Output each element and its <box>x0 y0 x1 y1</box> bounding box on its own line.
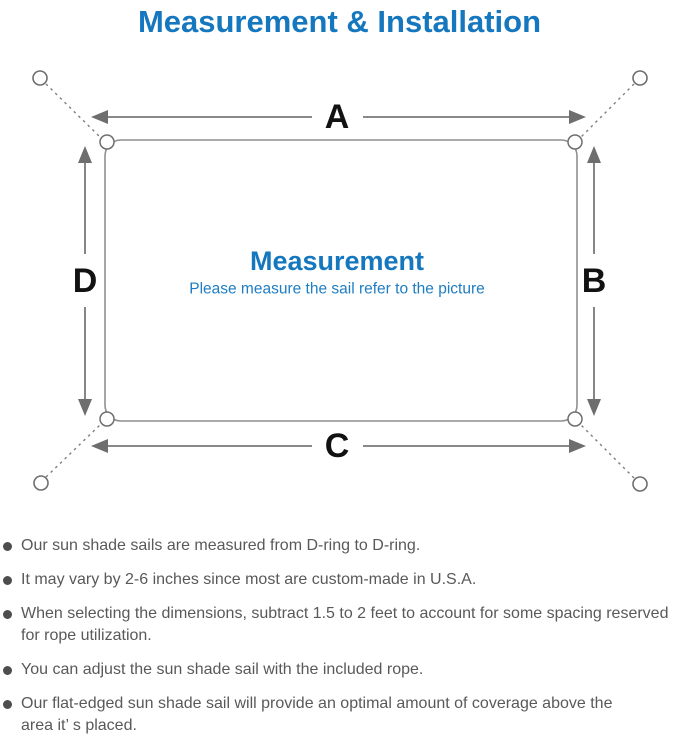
diagram-center-subtitle: Please measure the sail refer to the pic… <box>189 281 485 298</box>
anchor-line-bottom-left <box>45 423 102 478</box>
diagram-canvas: A C D B <box>32 70 648 492</box>
page-title: Measurement & Installation <box>137 4 542 39</box>
d-ring-top-right <box>567 134 583 150</box>
note-item: Our sun shade sails are measured from D-… <box>3 535 673 557</box>
anchor-line-top-left <box>45 83 102 139</box>
arrowhead-left-icon <box>91 439 108 453</box>
notes-list: Our sun shade sails are measured from D-… <box>0 535 679 737</box>
measurement-diagram: A C D B <box>0 60 679 530</box>
note-item: It may vary by 2-6 inches since most are… <box>3 569 673 591</box>
arrowhead-down-icon <box>78 399 92 416</box>
bullet-icon <box>3 666 12 675</box>
d-ring-top-left <box>99 134 115 150</box>
note-text: Our sun shade sails are measured from D-… <box>21 537 421 554</box>
anchor-ring-top-right <box>632 70 648 86</box>
note-item: You can adjust the sun shade sail with t… <box>3 659 673 681</box>
note-text: It may vary by 2-6 inches since most are… <box>21 571 477 588</box>
note-text: Our flat-edged sun shade sail will provi… <box>21 695 613 734</box>
bullet-icon <box>3 576 12 585</box>
anchor-line-bottom-right <box>579 423 635 479</box>
arrowhead-right-icon <box>569 439 586 453</box>
dim-arrow-bottom <box>91 439 586 453</box>
sail-outline <box>104 139 578 422</box>
arrowhead-right-icon <box>569 110 586 124</box>
bullet-icon <box>3 700 12 709</box>
bullet-icon <box>3 610 12 619</box>
d-ring-bottom-right <box>567 411 583 427</box>
arrowhead-down-icon <box>587 399 601 416</box>
anchor-line-top-right <box>579 83 635 139</box>
diagram-center-title: Measurement <box>250 246 424 276</box>
dim-label-d: D <box>73 262 98 300</box>
note-item: When selecting the dimensions, subtract … <box>3 603 673 647</box>
dim-label-b: B <box>582 262 607 300</box>
note-text: You can adjust the sun shade sail with t… <box>21 661 424 678</box>
note-text: When selecting the dimensions, subtract … <box>21 605 669 644</box>
anchor-ring-bottom-left <box>33 475 49 491</box>
arrowhead-up-icon <box>587 146 601 163</box>
d-ring-bottom-left <box>99 411 115 427</box>
dim-arrow-top <box>91 110 586 124</box>
dim-label-c: C <box>325 427 350 465</box>
arrowhead-up-icon <box>78 146 92 163</box>
anchor-ring-bottom-right <box>632 476 648 492</box>
arrowhead-left-icon <box>91 110 108 124</box>
dim-arrow-right <box>587 146 601 416</box>
dim-arrow-left <box>78 146 92 416</box>
dim-label-a: A <box>325 98 350 136</box>
bullet-icon <box>3 542 12 551</box>
anchor-ring-top-left <box>32 70 48 86</box>
note-item: Our flat-edged sun shade sail will provi… <box>3 693 673 737</box>
